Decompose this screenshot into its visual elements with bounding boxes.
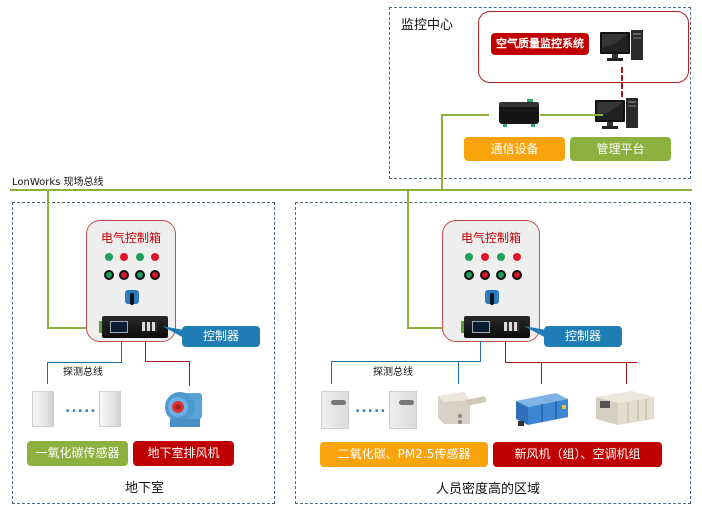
- comm-device-label: 通信设备: [464, 137, 565, 161]
- crowded-power-line-v2: [541, 362, 542, 384]
- indicator-green: [136, 253, 144, 261]
- button-red: [150, 270, 160, 280]
- crowded-electrical-cabinet: 电气控制箱: [442, 220, 540, 342]
- basement-electrical-cabinet: 电气控制箱: [86, 220, 176, 342]
- indicator-red: [513, 253, 521, 261]
- fresh-air-unit-icon: [516, 393, 568, 426]
- management-platform-label: 管理平台: [570, 137, 671, 161]
- indicator-red: [120, 253, 128, 261]
- management-computer-icon: [595, 98, 638, 129]
- indicator-red: [151, 253, 159, 261]
- crowded-area-region: [295, 202, 691, 504]
- basement-bus-to-controller: [47, 327, 102, 329]
- basement-power-line-v2: [189, 361, 190, 386]
- bus-to-comm-vertical: [441, 114, 443, 190]
- crowded-controller-label: 控制器: [544, 326, 622, 347]
- crowded-power-line-v3: [626, 362, 627, 384]
- co2-sensor-icon: [321, 391, 349, 429]
- button-red: [480, 270, 490, 280]
- hvac-units-label: 新风机（组）、空调机组: [493, 442, 662, 467]
- crowded-bus-to-controller: [407, 327, 462, 329]
- basement-controller-label: 控制器: [182, 326, 260, 347]
- air-conditioning-unit-icon: [596, 391, 654, 425]
- ellipsis: .....: [355, 400, 387, 416]
- basement-fan-label: 地下室排风机: [133, 441, 234, 466]
- basement-probe-line-v2: [47, 362, 48, 384]
- button-red: [119, 270, 129, 280]
- basement-region: [12, 202, 275, 504]
- crowded-area-title: 人员密度高的区域: [436, 482, 541, 497]
- crowded-bus-drop: [407, 190, 409, 328]
- indicator-red: [481, 253, 489, 261]
- basement-title: 地下室: [125, 481, 165, 496]
- pm25-sensor-icon: [438, 392, 487, 424]
- computer-icon: [600, 30, 643, 61]
- co2-sensor-icon: [389, 391, 417, 429]
- selector-switch-icon: [125, 290, 139, 305]
- co-sensor-label: 一氧化碳传感器: [27, 441, 128, 466]
- controller-callout-pointer: [162, 326, 184, 338]
- button-red: [512, 270, 522, 280]
- button-green: [104, 270, 114, 280]
- indicator-green: [497, 253, 505, 261]
- basement-bus-drop: [47, 190, 49, 328]
- crowded-probe-bus-label: 探测总线: [373, 367, 413, 378]
- crowded-power-line-h: [505, 362, 637, 363]
- monitor-center-region: [389, 7, 691, 179]
- co-sensor-icon: [32, 391, 54, 427]
- lonworks-bus-line: [10, 189, 692, 191]
- crowded-probe-line-v1: [480, 341, 481, 362]
- controller-callout-pointer: [524, 326, 546, 338]
- co-sensor-icon: [99, 391, 121, 427]
- bus-to-comm-horizontal: [441, 114, 489, 116]
- air-quality-system-label: 空气质量监控系统: [491, 33, 589, 55]
- button-green: [135, 270, 145, 280]
- crowded-probe-line-v3: [458, 361, 459, 384]
- indicator-green: [105, 253, 113, 261]
- monitor-center-title: 监控中心: [401, 18, 454, 33]
- basement-probe-bus-label: 探测总线: [63, 367, 103, 378]
- comm-to-platform-line: [540, 114, 603, 116]
- button-green: [464, 270, 474, 280]
- button-green: [496, 270, 506, 280]
- crowded-power-line-v1: [505, 341, 506, 363]
- basement-probe-line-h: [47, 362, 122, 363]
- ellipsis: .....: [65, 400, 97, 416]
- indicator-green: [465, 253, 473, 261]
- crowded-probe-line-h: [331, 361, 481, 362]
- basement-power-line-v1: [145, 341, 146, 362]
- communication-device-icon: [499, 99, 539, 127]
- controller-device-icon: [461, 316, 530, 338]
- cabinet-title: 电气控制箱: [100, 231, 161, 245]
- crowded-probe-line-v2: [331, 361, 332, 384]
- system-connector-line: [621, 67, 623, 97]
- basement-power-line-h: [145, 361, 190, 362]
- selector-switch-icon: [485, 290, 499, 305]
- basement-probe-line-v1: [121, 341, 122, 363]
- controller-device-icon: [99, 316, 168, 338]
- co2-pm25-sensor-label: 二氧化碳、PM2.5传感器: [320, 442, 488, 467]
- lonworks-bus-label: LonWorks 现场总线: [12, 177, 104, 188]
- exhaust-fan-icon: [165, 392, 202, 427]
- cabinet-title: 电气控制箱: [460, 231, 521, 245]
- air-quality-system-group: [478, 11, 689, 83]
